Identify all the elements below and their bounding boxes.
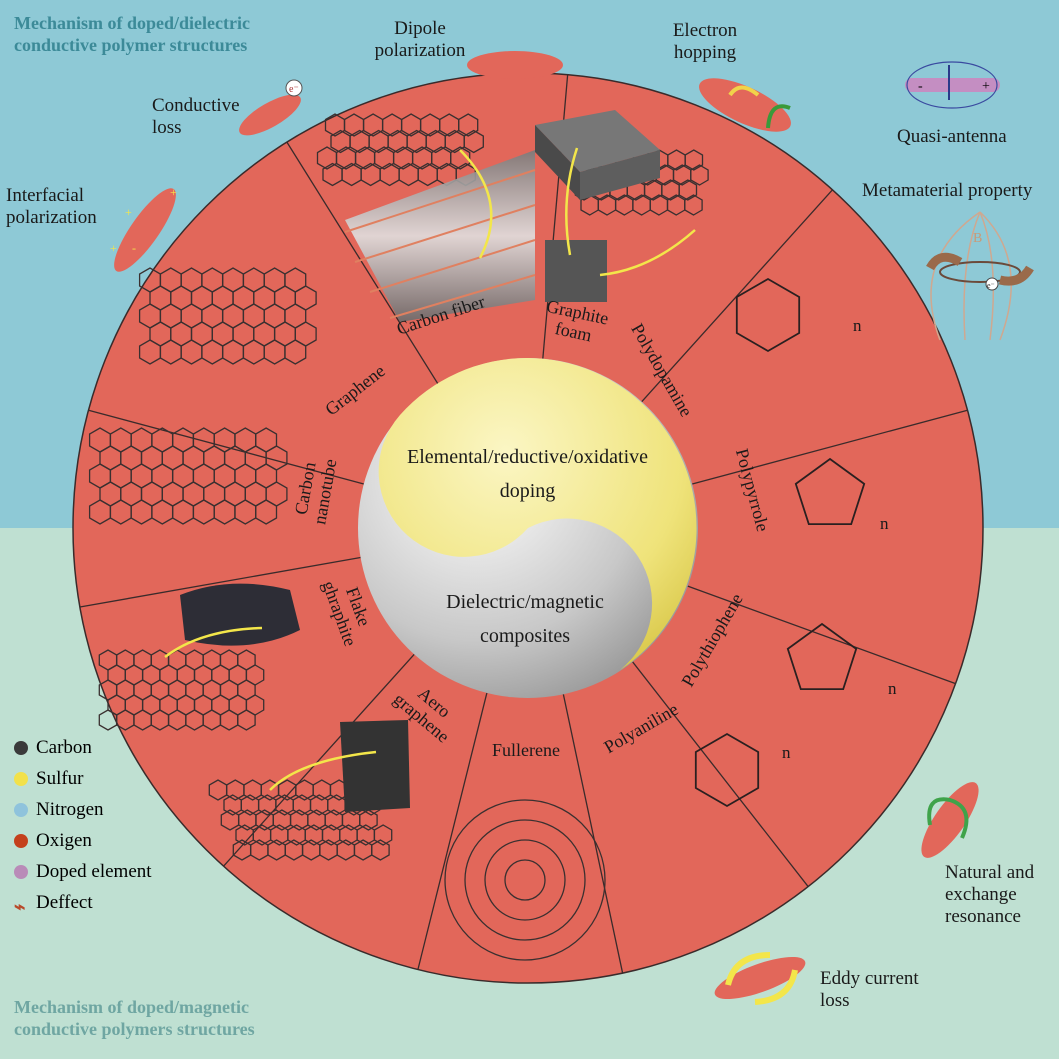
segment-divider [88,409,364,485]
segment-divider [687,585,956,685]
polypyrrole-subscript: n [880,514,889,533]
aerographene-image [340,720,410,812]
segment-divider [79,556,361,608]
flake-graphite-image [180,583,300,646]
metamaterial-field-icon: B e⁻ [926,211,1034,341]
polythiophene-subscript: n [888,679,897,698]
svg-text:B: B [973,231,982,246]
polydopamine-subscript: n [853,316,862,335]
transition-arrows [164,147,696,791]
segment-divider [692,409,968,485]
graphite-cube-image [545,240,607,302]
polydopamine-ring [735,277,801,353]
bottom-title-line-2: conductive polymers structures [14,1019,255,1039]
mechanism-icons [114,51,979,1000]
conductive-loss-electron-icon: e⁻ [285,79,303,97]
dipole-polarization-icon [467,51,563,79]
oxygen-dot-icon [14,833,28,848]
electron-hopping-arrow-icon [728,85,791,129]
center-top-line-1: Elemental/reductive/oxidative [406,446,648,468]
interfacial-charge-marks: + + + - [110,185,177,255]
graphene-lattice [138,267,317,365]
top-title-line-2: conductive polymer structures [14,35,248,55]
element-legend: Carbon Sulfur Nitrogen Oxigen Doped elem… [14,732,152,918]
doped-element-dot-icon [14,864,28,879]
natural-resonance-icon [921,782,979,858]
svg-text:+: + [982,79,990,94]
molecule-illustrations [88,113,866,961]
svg-text:e⁻: e⁻ [987,281,995,290]
legend-item-carbon: Carbon [14,732,152,763]
center-bottom-line-2: composites [480,625,570,647]
center-doping-label: Elemental/reductive/oxidative doping [395,440,660,508]
segment-divider [641,189,833,403]
segment-divider [286,141,439,385]
fullerene-molecule [444,799,606,961]
svg-text:e⁻: e⁻ [289,84,299,95]
polythiophene-ring [786,622,858,690]
sulfur-dot-icon [14,771,28,786]
segment-divider [417,692,488,970]
bottom-title-line-1: Mechanism of doped/magnetic [14,997,249,1017]
svg-text:+: + [110,241,117,255]
quasi-antenna-label: Quasi-antenna [897,126,1007,147]
segment-divider [223,653,415,867]
svg-text:-: - [918,79,923,94]
segment-divider [632,661,809,887]
polyaniline-subscript: n [782,743,791,762]
carbon-dot-icon [14,740,28,755]
natural-resonance-spin-icon [927,797,969,839]
svg-text:+: + [125,205,132,219]
legend-item-doped-element: Doped element [14,856,152,887]
segment-label-fullerene: Fullerene [492,740,560,760]
interfacial-polarization-icon [114,188,176,272]
svg-text:-: - [132,241,136,255]
svg-text:+: + [170,185,177,199]
conductive-loss-icon [239,94,301,136]
legend-item-deffect: ⌁Deffect [14,891,93,918]
center-composites-label: Dielectric/magnetic composites [420,585,630,653]
aerographene-lattice [208,779,393,861]
polypyrrole-ring [794,457,866,525]
legend-item-sulfur: Sulfur [14,763,152,794]
center-bottom-line-1: Dielectric/magnetic [446,591,604,613]
bottom-corner-title: Mechanism of doped/magnetic conductive p… [14,996,255,1040]
metamaterial-property-label: Metamaterial property [862,180,1033,201]
defect-icon: ⌁ [14,896,26,918]
nitrogen-dot-icon [14,802,28,817]
segment-divider [562,694,624,974]
carbon-nanotube-lattice [88,427,288,525]
segment-dividers [79,74,968,974]
flake-graphite-lattice [98,649,265,731]
legend-item-oxigen: Oxigen [14,825,152,856]
polyaniline-ring [694,732,760,808]
yin-yang-center [358,357,698,698]
eddy-current-icon [714,956,806,1000]
top-corner-title: Mechanism of doped/dielectric conductive… [14,12,250,56]
top-title-line-1: Mechanism of doped/dielectric [14,13,250,33]
eddy-current-arrows-icon [725,952,798,1005]
quasi-antenna-icon: - + [905,61,1000,109]
center-top-line-2: doping [499,480,556,502]
legend-item-nitrogen: Nitrogen [14,794,152,825]
